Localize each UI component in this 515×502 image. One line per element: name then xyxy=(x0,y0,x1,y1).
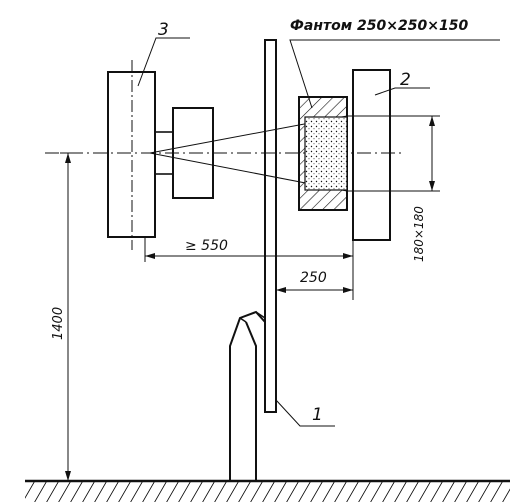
detector-block xyxy=(352,69,391,241)
leader-lines xyxy=(137,37,500,427)
item-3-label: 3 xyxy=(158,20,169,40)
vertical-panel xyxy=(264,39,277,413)
dim-min-550-label: ≥ 550 xyxy=(185,238,228,254)
item-2-label: 2 xyxy=(400,70,411,90)
dim-180x180-label: 180×180 xyxy=(412,206,426,262)
stand-post xyxy=(229,310,266,481)
dimension-1400 xyxy=(60,152,80,481)
phantom xyxy=(298,96,348,211)
dimension-250 xyxy=(276,240,354,300)
dimension-min-550 xyxy=(144,237,354,262)
radiation-source-head xyxy=(107,60,214,250)
dim-1400-label: 1400 xyxy=(51,307,66,340)
dimension-180x180 xyxy=(347,115,440,192)
floor xyxy=(25,479,510,502)
item-1-label: 1 xyxy=(312,405,323,425)
phantom-label: Фантом 250×250×150 xyxy=(290,18,468,34)
dim-250-label: 250 xyxy=(300,270,327,286)
